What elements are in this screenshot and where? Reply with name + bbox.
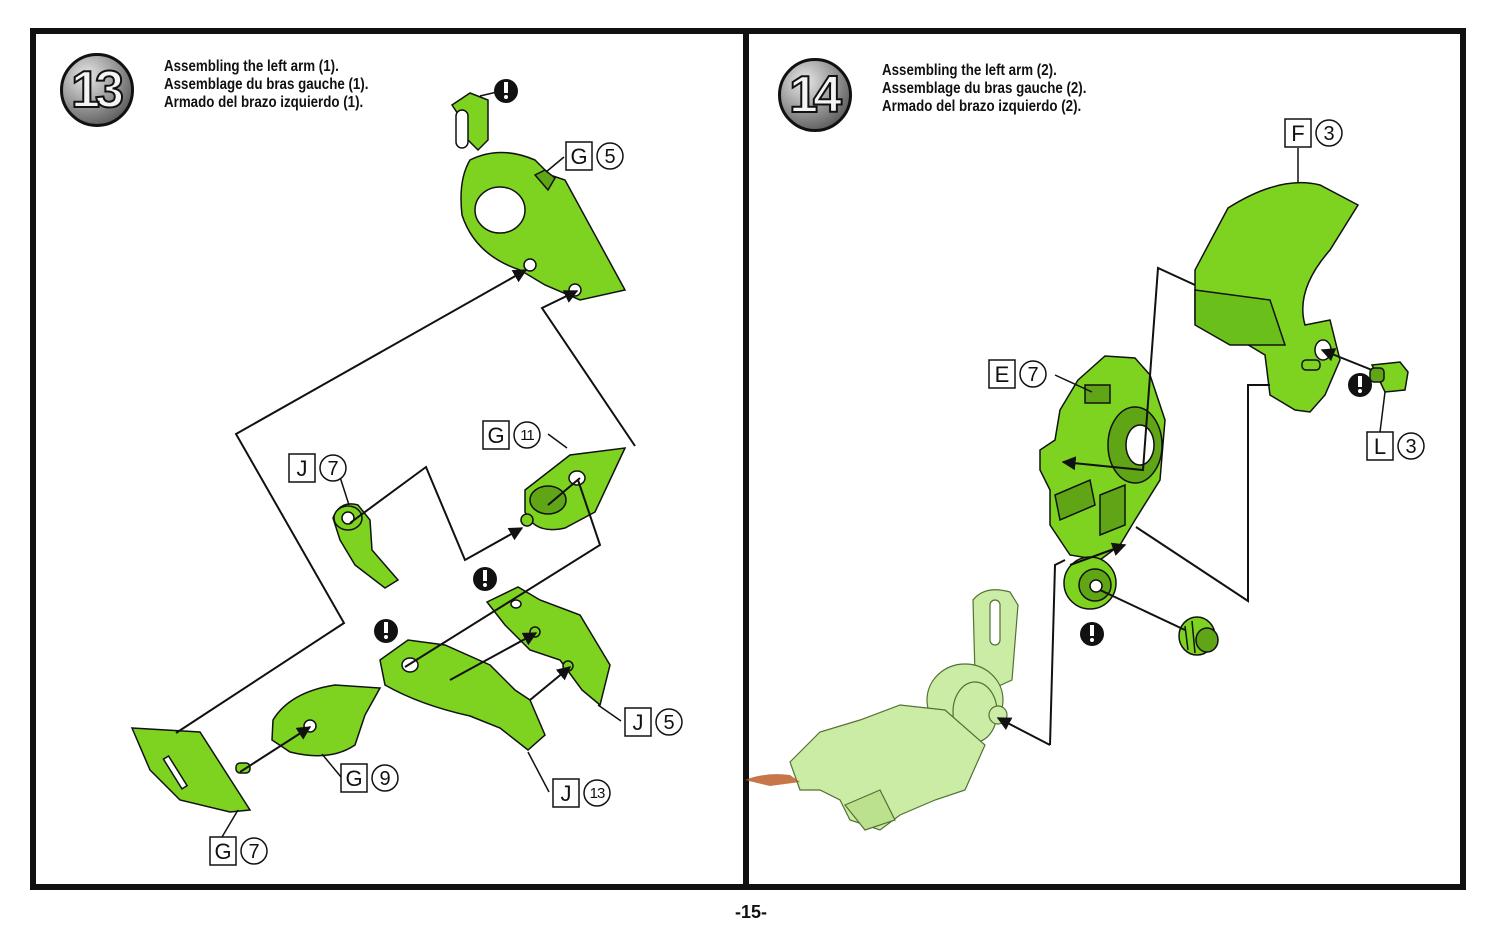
svg-text:G: G <box>345 766 362 791</box>
ghost-hand-assembly <box>789 589 1019 831</box>
step-13-badge: 13 <box>60 53 134 127</box>
tag-g11: G 11 <box>482 420 541 450</box>
step-13-leader-lines <box>221 91 622 838</box>
part-j7 <box>332 503 400 589</box>
tag-e7: E 7 <box>988 359 1047 389</box>
exclamation-caution-icon <box>374 619 398 643</box>
step-13-line-en: Assembling the left arm (1). <box>164 58 339 75</box>
step-14-line-fr: Assemblage du bras gauche (2). <box>882 80 1087 97</box>
svg-text:F: F <box>1291 121 1304 146</box>
svg-text:7: 7 <box>1027 364 1038 386</box>
svg-text:G: G <box>487 423 504 448</box>
step-14-line-es: Armado del brazo izquierdo (2). <box>882 98 1082 115</box>
part-g7 <box>130 727 252 813</box>
svg-text:G: G <box>570 144 587 169</box>
page-number: -15- <box>734 902 767 922</box>
tag-g9: G 9 <box>340 763 399 793</box>
step-14-line-en: Assembling the left arm (2). <box>882 62 1057 79</box>
tag-l3: L 3 <box>1366 431 1425 461</box>
exclamation-caution-icon <box>494 79 518 103</box>
svg-text:11: 11 <box>520 427 534 444</box>
svg-text:G: G <box>214 839 231 864</box>
part-g11 <box>520 447 627 531</box>
part-l3-pin <box>1369 361 1409 393</box>
svg-text:7: 7 <box>248 841 259 863</box>
step-14-badge: 14 <box>778 58 852 132</box>
part-j13 <box>379 639 546 751</box>
exclamation-caution-icon <box>1080 622 1104 646</box>
step-13-guide-lines <box>175 269 636 773</box>
svg-text:13: 13 <box>590 785 605 802</box>
step-14-guide-lines <box>996 266 1373 746</box>
svg-text:L: L <box>1374 434 1386 459</box>
step-14-number: 14 <box>788 65 843 125</box>
panel-divider <box>743 28 749 890</box>
tag-g7: G 7 <box>209 836 268 866</box>
part-knurled-cap <box>1178 616 1219 656</box>
step-14-leader-lines <box>1054 148 1386 433</box>
part-e7 <box>1039 355 1166 561</box>
svg-text:E: E <box>995 362 1010 387</box>
svg-text:7: 7 <box>327 458 338 480</box>
step-13-line-es: Armado del brazo izquierdo (1). <box>164 94 364 111</box>
svg-text:9: 9 <box>379 768 390 790</box>
exclamation-caution-icon <box>1348 373 1372 397</box>
paper-stain <box>745 774 800 786</box>
step-13-line-fr: Assemblage du bras gauche (1). <box>164 76 369 93</box>
step-14-instructions: Assembling the left arm (2). Assemblage … <box>882 62 1120 116</box>
part-g9 <box>271 684 382 757</box>
tag-g5: G 5 <box>565 141 624 171</box>
part-ring <box>1063 556 1117 610</box>
part-f3-shoulder <box>1194 181 1360 413</box>
svg-text:5: 5 <box>663 712 674 734</box>
part-g5-upper-arm <box>450 92 627 301</box>
svg-text:J: J <box>297 456 308 481</box>
tag-j7: J 7 <box>288 453 347 483</box>
svg-text:3: 3 <box>1323 123 1334 145</box>
svg-text:5: 5 <box>604 146 615 168</box>
tag-j13: J 13 <box>552 778 611 808</box>
svg-text:3: 3 <box>1405 436 1416 458</box>
exclamation-caution-icon <box>473 567 497 591</box>
svg-text:J: J <box>633 710 644 735</box>
tag-f3: F 3 <box>1284 118 1343 148</box>
svg-text:J: J <box>561 781 572 806</box>
step-13-instructions: Assembling the left arm (1). Assemblage … <box>164 58 402 112</box>
tag-j5: J 5 <box>624 707 683 737</box>
step-13-number: 13 <box>70 60 125 120</box>
